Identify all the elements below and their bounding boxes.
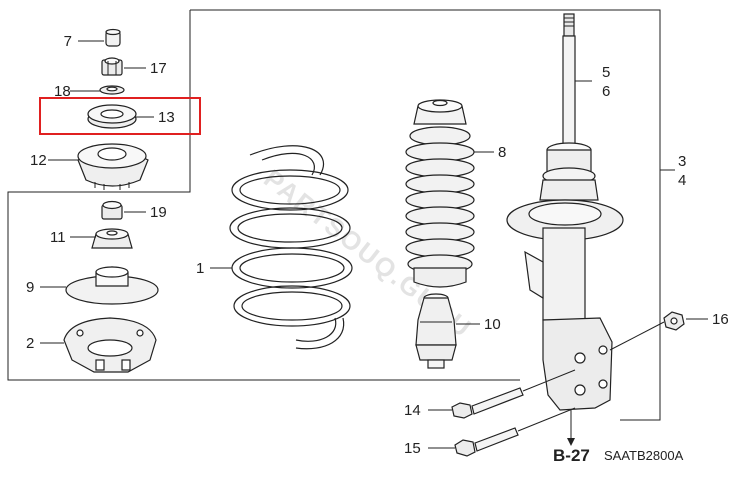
label-part-1[interactable]: 1 [196,260,204,277]
label-part-2[interactable]: 2 [26,335,34,352]
label-part-17[interactable]: 17 [150,60,167,77]
diagram-code: SAATB2800A [604,448,684,463]
part-9-seat[interactable] [65,266,159,305]
label-part-18[interactable]: 18 [54,83,71,100]
part-11-bushing[interactable] [91,228,133,249]
part-13-bearing[interactable] [87,104,137,129]
label-part-9[interactable]: 9 [26,279,34,296]
part-14-bolt[interactable] [451,369,576,419]
part-12-mount[interactable] [77,143,149,190]
part-17-nut[interactable] [101,57,123,76]
label-part-6[interactable]: 6 [602,83,610,100]
part-18-washer[interactable] [99,85,125,95]
label-part-10[interactable]: 10 [484,316,501,333]
reference-b27[interactable]: B-27 [553,446,590,465]
label-part-3[interactable]: 3 [678,153,686,170]
part-10-bump-stop[interactable] [415,293,457,369]
part-5-6-strut-assembly[interactable] [506,13,624,411]
part-1-coil-spring[interactable] [229,145,353,350]
leader-lines [40,40,708,449]
label-part-15[interactable]: 15 [404,440,421,457]
label-part-8[interactable]: 8 [498,144,506,161]
label-part-11[interactable]: 11 [50,229,66,246]
label-part-14[interactable]: 14 [404,402,421,419]
part-15-bolt[interactable] [454,407,576,457]
part-13-highlight-box[interactable] [39,97,201,135]
label-part-7[interactable]: 7 [64,33,72,50]
part-2-base[interactable] [63,317,157,373]
part-8-dust-boot[interactable] [405,99,475,288]
label-part-12[interactable]: 12 [30,152,47,169]
part-16-nut[interactable] [663,311,685,331]
label-part-13[interactable]: 13 [158,109,175,126]
label-part-16[interactable]: 16 [712,311,729,328]
b27-arrow [567,410,575,446]
label-part-19[interactable]: 19 [150,204,167,221]
assembly-outline [7,9,675,421]
part-7-cap[interactable] [105,28,121,47]
label-part-4[interactable]: 4 [678,172,686,189]
part-19-nut[interactable] [101,200,123,220]
label-part-5[interactable]: 5 [602,64,610,81]
